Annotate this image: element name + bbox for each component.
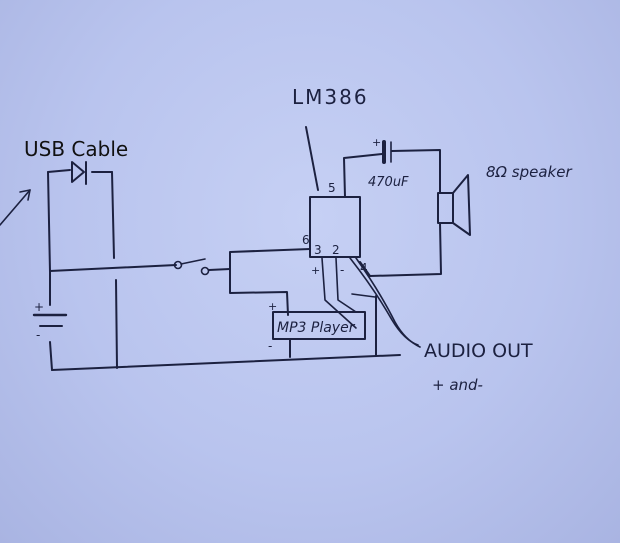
speaker-return-wire bbox=[359, 222, 442, 277]
diode-right-wire bbox=[111, 171, 115, 259]
audio-out-sublabel: + and- bbox=[432, 376, 483, 394]
left-rail-wire bbox=[47, 171, 51, 306]
capacitor-plus-label: + bbox=[372, 136, 381, 149]
mp3-plus-label: + bbox=[268, 300, 277, 313]
pin2-label: 2 bbox=[332, 243, 340, 257]
usb-cable-label: USB Cable bbox=[24, 137, 128, 161]
battery-icon bbox=[32, 313, 68, 327]
diode-icon bbox=[47, 161, 113, 185]
capacitor-label: 470uF bbox=[368, 175, 409, 190]
audio-ground-stub bbox=[351, 293, 376, 298]
mp3-player-label: MP3 Player bbox=[277, 320, 356, 336]
lm386-pointer bbox=[305, 126, 319, 191]
pin2-input-wire bbox=[335, 257, 357, 313]
battery-minus-label: - bbox=[36, 328, 40, 342]
lm386-chip bbox=[309, 196, 361, 258]
middle-ground-wire bbox=[115, 279, 118, 369]
pin6-label: 6 bbox=[302, 233, 310, 247]
audio-out-label: AUDIO OUT bbox=[424, 340, 533, 362]
speaker-icon bbox=[437, 174, 471, 236]
cap-speaker-wire bbox=[391, 149, 441, 194]
pin3-label: 3 bbox=[314, 243, 322, 257]
input-minus-label: - bbox=[340, 263, 344, 277]
pin5-label: 5 bbox=[328, 181, 336, 195]
pin5-wire bbox=[343, 153, 383, 198]
pin3-input-wire bbox=[321, 257, 357, 329]
battery-plus-label: + bbox=[34, 300, 44, 314]
speaker-label: 8Ω speaker bbox=[486, 163, 572, 181]
input-plus-label: + bbox=[311, 264, 320, 277]
supply-wire bbox=[49, 264, 177, 272]
usb-arrow-icon bbox=[0, 189, 31, 226]
left-rail-wire-lower bbox=[49, 341, 53, 371]
capacitor-icon bbox=[382, 140, 392, 164]
ground-wire bbox=[51, 354, 401, 371]
mp3-player-box bbox=[272, 311, 366, 340]
mp3-minus-label: - bbox=[268, 339, 272, 353]
pin6-wire bbox=[229, 248, 311, 316]
audio-out-cable-2 bbox=[355, 257, 421, 348]
lm386-label: LM386 bbox=[292, 85, 369, 109]
switch-icon bbox=[173, 258, 210, 276]
switch-out-wire bbox=[208, 268, 231, 271]
